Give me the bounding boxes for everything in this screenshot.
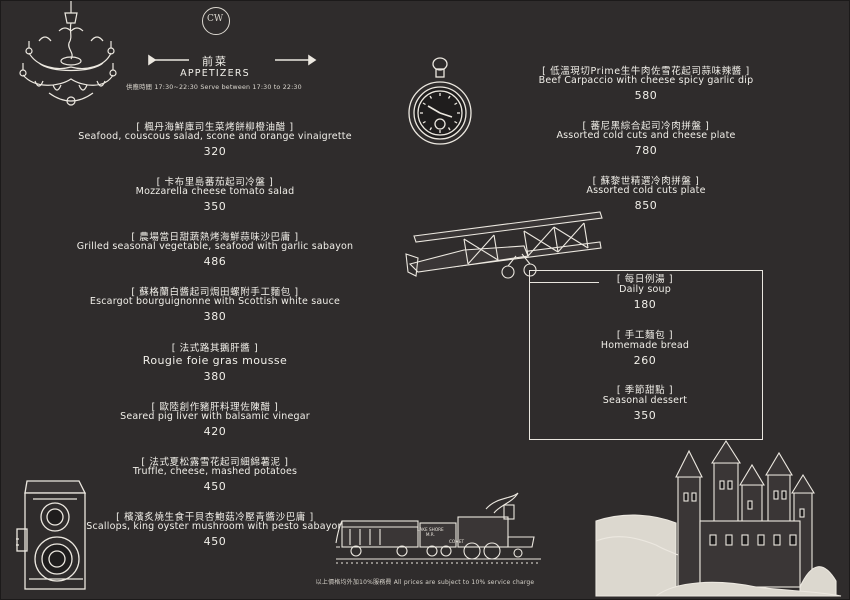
menu-item-price: 180 [633, 298, 657, 311]
menu-item-name-zh: [ 低溫現切Prime生牛肉佐雪花起司蒜味辣醬 ] [542, 66, 750, 77]
train-car-label-line2: M.R. [425, 532, 435, 537]
menu-item-name-en: Truffle, cheese, mashed potatoes [132, 466, 298, 477]
menu-item-name-zh: [ 歐陸創作豬肝料理佐陳醋 ] [151, 402, 279, 413]
menu-item-name-zh: [ 檳濱炙燒生食干貝杏鮑菇冷壓青醬沙巴庸 ] [116, 512, 314, 523]
menu-item-name-en: Seafood, couscous salad, scone and orang… [78, 131, 352, 142]
section-title-zh: 前菜 [202, 55, 228, 68]
serving-hours: 供應時間 17:30~22:30 Serve between 17:30 to … [126, 84, 302, 91]
menu-item-price: 780 [634, 144, 658, 157]
menu-item-name-zh: [ 法式路其鵝肝醬 ] [171, 343, 259, 354]
castle-icon [595, 439, 842, 597]
logo-text: CW [207, 14, 224, 24]
section-title-en: APPETIZERS [180, 68, 250, 79]
specials-box [529, 270, 763, 440]
menu-item-name-zh: [ 農場當日甜蔬熱烤海鮮蒜味沙巴庸 ] [131, 232, 299, 243]
menu-item-price: 450 [203, 480, 227, 493]
menu-item-name-en: Rougie foie gras mousse [142, 354, 288, 367]
service-charge-note: 以上價格均外加10%服務費 All prices are subject to … [315, 579, 535, 586]
menu-item-name-en: Mozzarella cheese tomato salad [135, 186, 295, 197]
menu-item-name-en: Daily soup [619, 284, 671, 295]
menu-item-name-zh: [ 法式夏松露雪花起司細綿薯泥 ] [141, 457, 289, 468]
train-icon [335, 492, 541, 564]
menu-item-name-en: Grilled seasonal vegetable, seafood with… [76, 241, 354, 252]
menu-item-price: 350 [633, 409, 657, 422]
menu-item-name-en: Scallops, king oyster mushroom with pest… [86, 521, 344, 532]
menu-item-price: 350 [203, 200, 227, 213]
menu-item-price: 580 [634, 89, 658, 102]
menu-item-name-zh: [ 蕃尼黑綜合起司冷肉拼盤 ] [582, 121, 710, 132]
menu-item-name-en: Beef Carpaccio with cheese spicy garlic … [538, 75, 754, 86]
menu-item-price: 320 [203, 145, 227, 158]
pocket-watch-icon [408, 57, 472, 145]
menu-item-name-en: Seared pig liver with balsamic vinegar [120, 411, 310, 422]
train-car-label-line1: LAKE SHORE [417, 527, 444, 532]
menu-item-name-zh: [ 卡布里島蕃茄起司冷盤 ] [156, 177, 274, 188]
menu-item-name-zh: [ 每日例湯 ] [613, 271, 677, 285]
menu-item-name-en: Seasonal dessert [602, 395, 688, 406]
menu-item-price: 850 [634, 199, 658, 212]
arrow-icon [148, 54, 317, 66]
chandelier-icon [19, 1, 117, 106]
menu-item-name-en: Escargot bourguignonne with Scottish whi… [89, 296, 341, 307]
menu-item-price: 380 [203, 370, 227, 383]
menu-item-name-zh: [ 手工麵包 ] [616, 330, 674, 341]
menu-item-price: 380 [203, 310, 227, 323]
biplane-icon [405, 211, 603, 279]
menu-item-name-en: Homemade bread [600, 340, 690, 351]
menu-item-price: 450 [203, 535, 227, 548]
menu-item-name-zh: [ 楓丹海鮮庫司生菜烤餅柳橙油醋 ] [136, 122, 294, 133]
menu-item-name-zh: [ 季節甜點 ] [616, 385, 674, 396]
menu-item-name-en: Assorted cold cuts plate [586, 185, 706, 196]
camera-icon [16, 480, 87, 590]
menu-item-name-en: Assorted cold cuts and cheese plate [556, 130, 736, 141]
menu-item-name-zh: [ 蘇格蘭白醬起司焗田螺附手工麵包 ] [131, 287, 299, 298]
train-car-label: LAKE SHORE M.R. [417, 527, 444, 537]
train-engine-label: COMET [449, 539, 465, 544]
menu-item-price: 420 [203, 425, 227, 438]
specials-box-divider [529, 270, 599, 283]
menu-item-name-zh: [ 蘇黎世精選冷肉拼盤 ] [592, 176, 700, 187]
logo-badge: CW [202, 7, 230, 35]
menu-item-price: 260 [633, 354, 657, 367]
menu-item-price: 486 [203, 255, 227, 268]
